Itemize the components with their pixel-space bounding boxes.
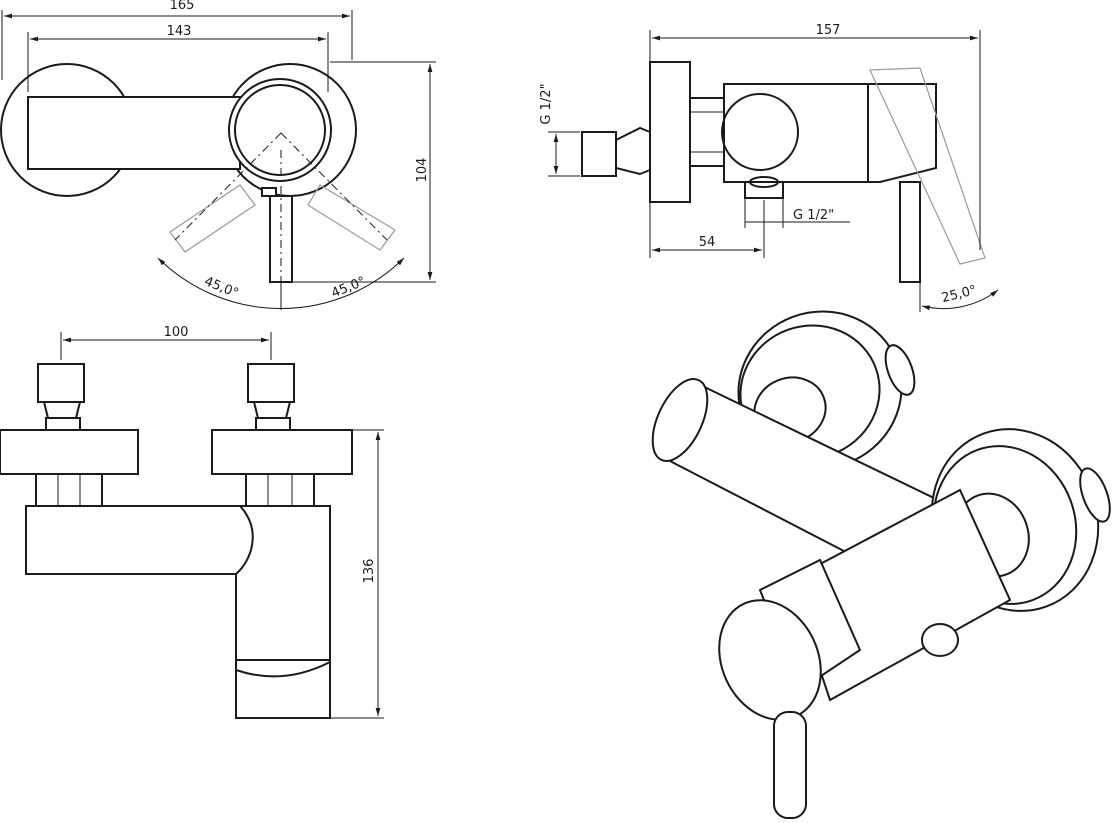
front-view <box>0 332 384 719</box>
dim-front-height-label: 136 <box>362 559 377 584</box>
dim-wall-plates-label: 143 <box>167 24 192 39</box>
angle-right-label: 45,0° <box>329 274 367 301</box>
thread-inlet-label: G 1/2" <box>539 83 554 124</box>
angle-left-label: 45,0° <box>202 274 240 301</box>
dim-height-label: 104 <box>415 158 430 183</box>
dim-centers-label: 100 <box>164 325 189 340</box>
dim-overall-width-label: 165 <box>170 0 195 13</box>
dim-offset-label: 54 <box>699 235 716 250</box>
angle-lever-label: 25,0° <box>940 283 978 306</box>
dim-depth-label: 157 <box>816 23 841 38</box>
isometric-view <box>651 310 1111 819</box>
thread-outlet-label: G 1/2" <box>793 208 834 223</box>
side-view <box>548 30 999 312</box>
top-view <box>0 10 436 310</box>
